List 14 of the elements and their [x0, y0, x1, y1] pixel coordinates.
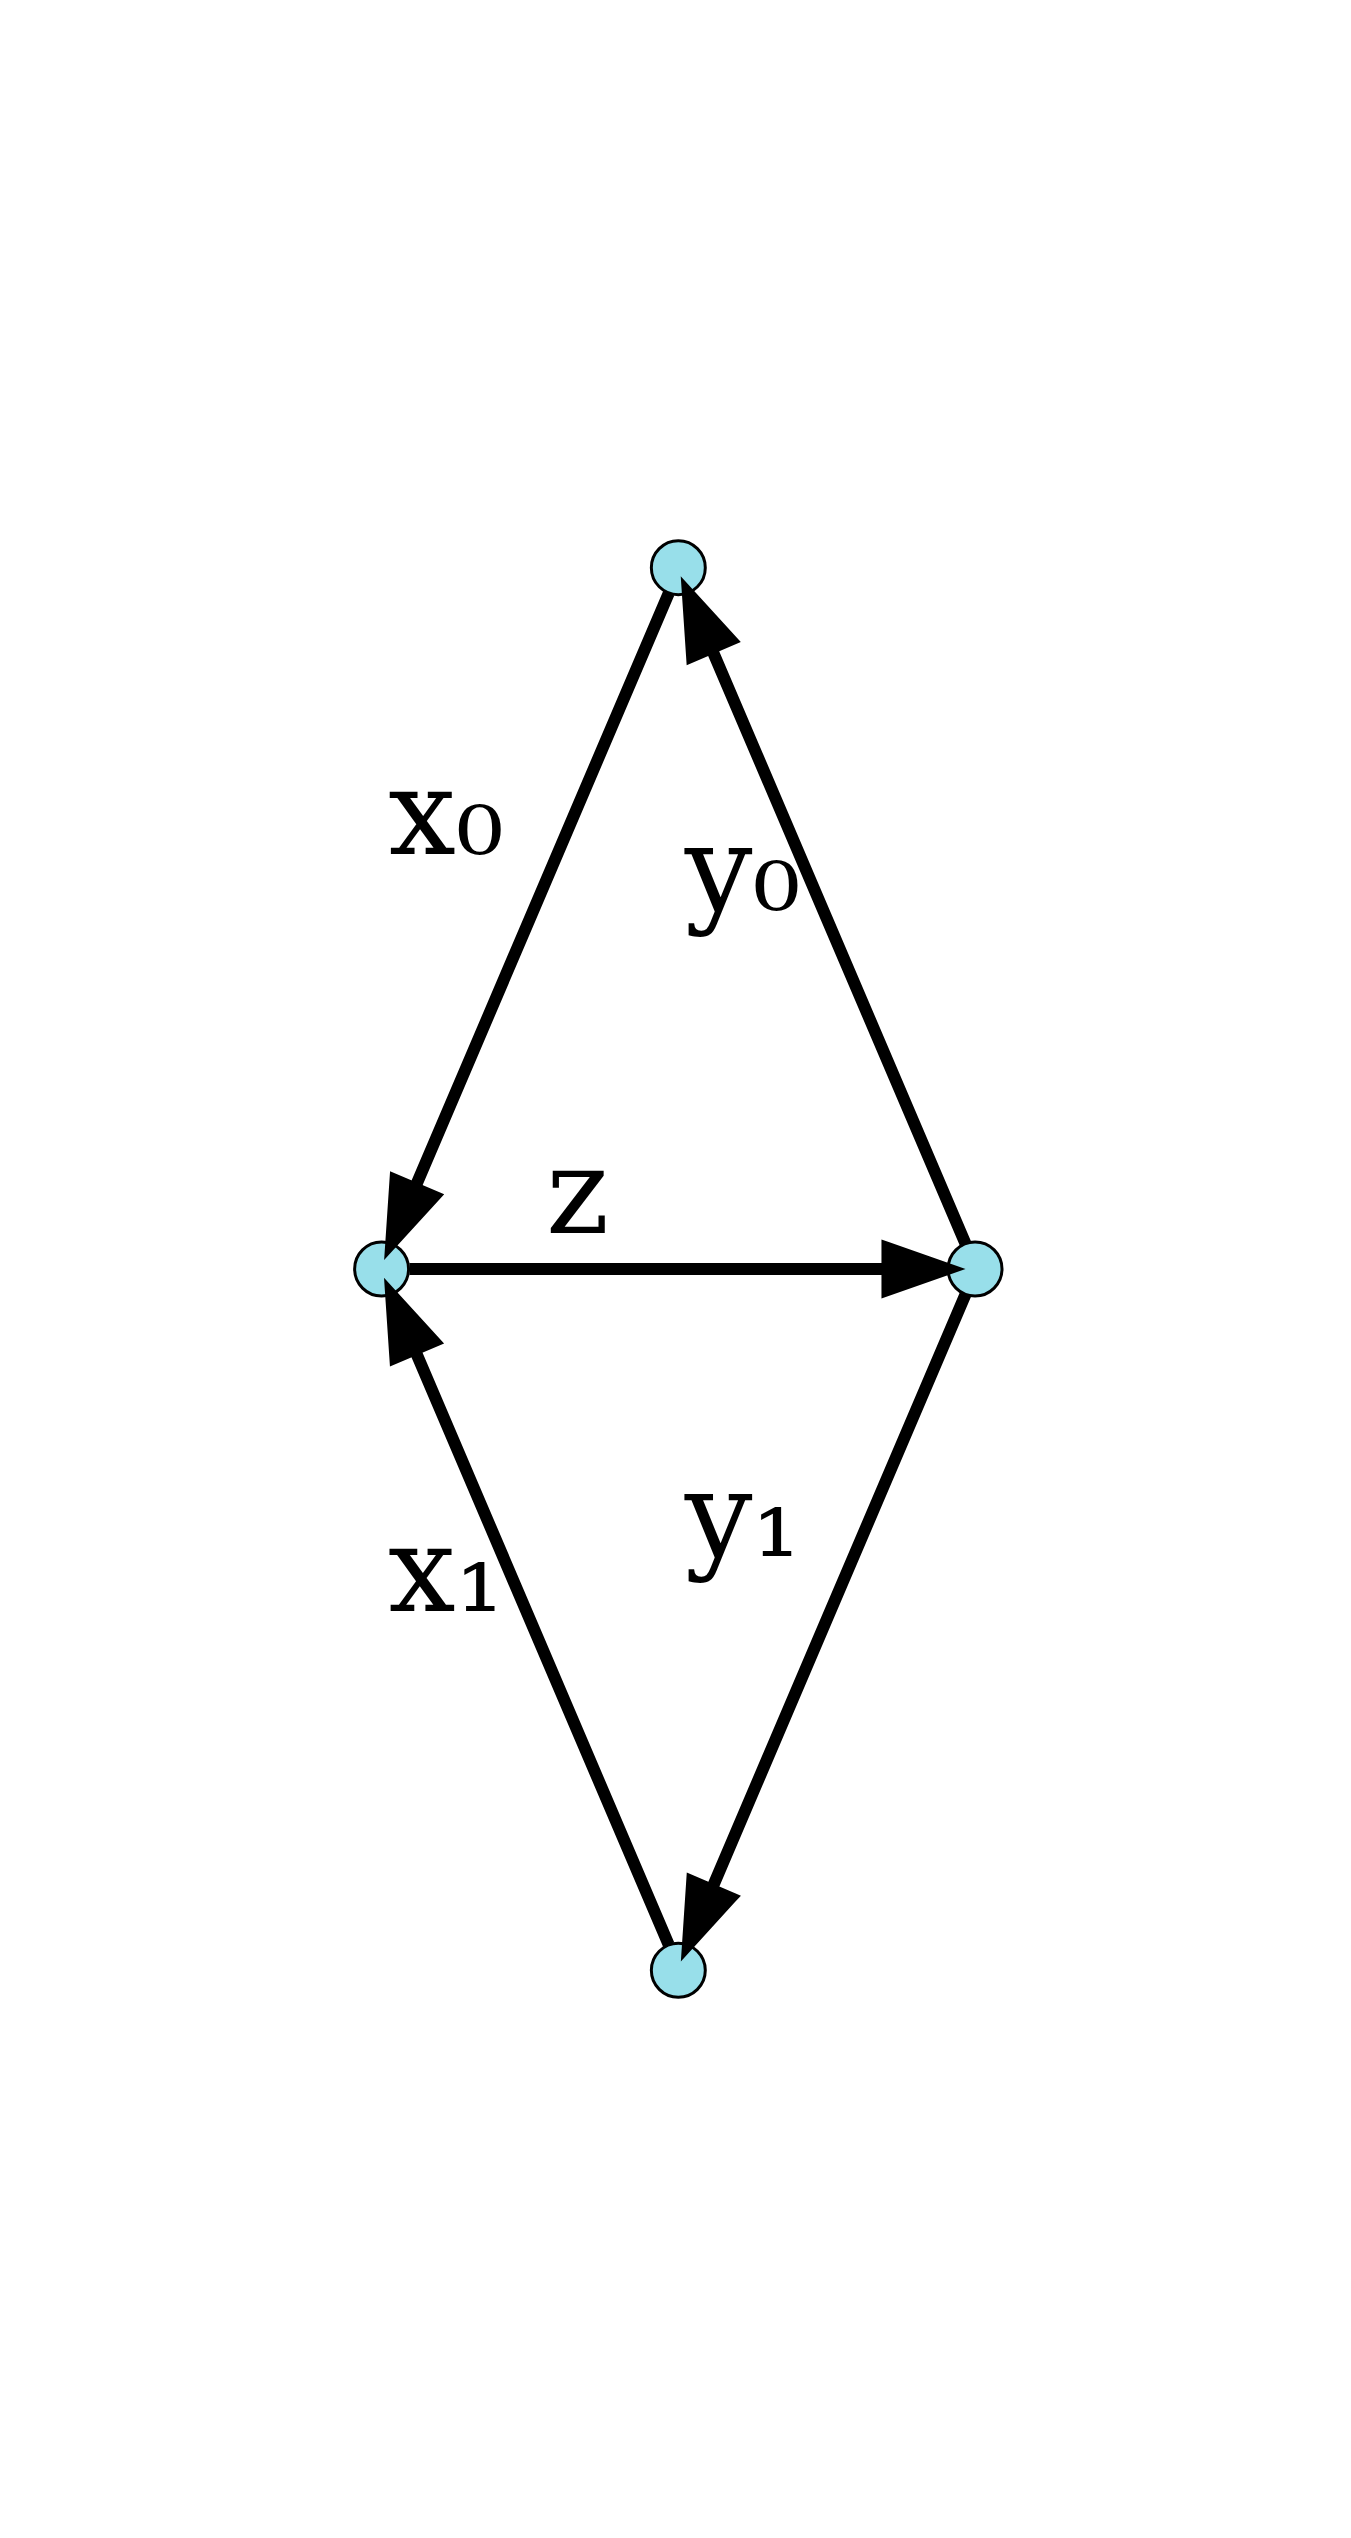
arrow	[680, 576, 971, 1246]
node-point	[946, 1240, 1003, 1298]
arrow	[383, 590, 674, 1261]
arrow	[383, 1277, 674, 1948]
node-point	[649, 1941, 707, 1999]
edge-label: z	[545, 1122, 609, 1262]
node-point	[649, 539, 707, 597]
arrow	[408, 1239, 966, 1299]
edge-label: x₁	[387, 1500, 504, 1640]
edge-label: y₀	[684, 799, 800, 939]
edge-label: y₁	[684, 1444, 801, 1584]
arrow	[680, 1292, 971, 1962]
node-point	[352, 1240, 410, 1298]
edge-label: x₀	[387, 743, 504, 883]
